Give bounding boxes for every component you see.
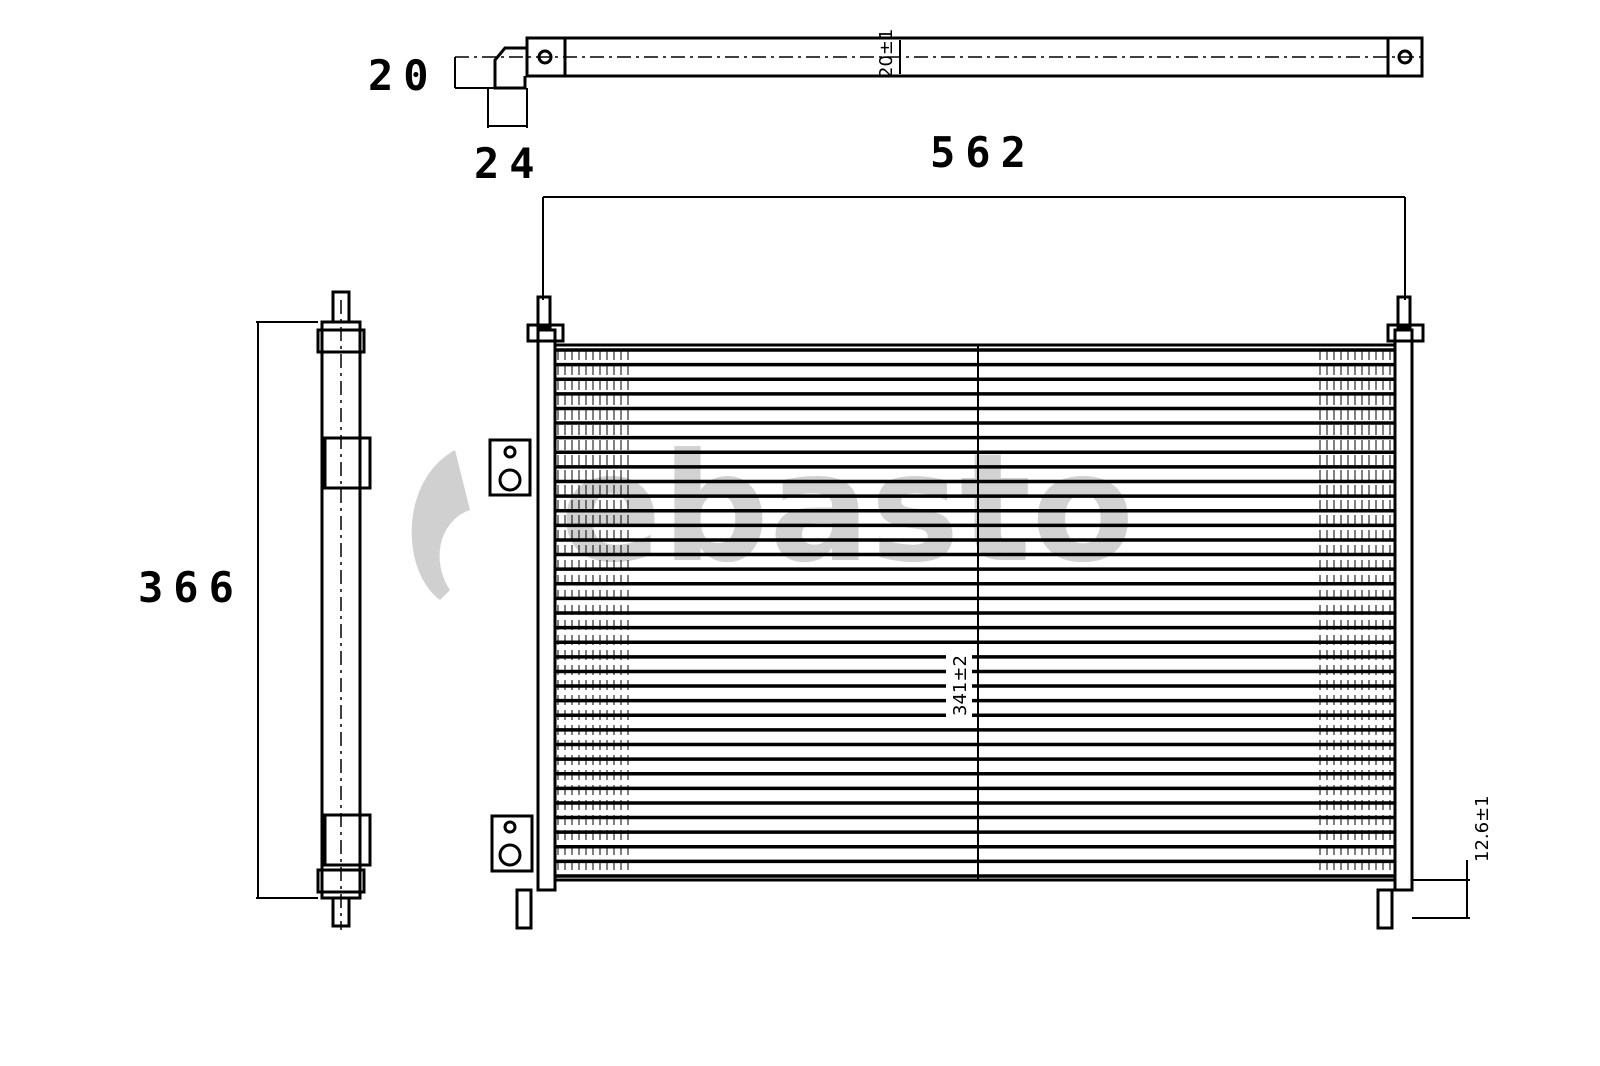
core-height-label: 341±2: [950, 655, 971, 716]
condenser-tubes: [555, 348, 1395, 878]
height-dimension-label: 366: [138, 563, 244, 612]
core-height-label-backing: [946, 650, 972, 722]
top-tolerance-label: 20±1: [876, 29, 897, 78]
width-dimension-line: [542, 196, 1406, 300]
top-view: [454, 36, 1424, 128]
pipe-width-dimension-label: 24: [474, 139, 545, 188]
bottom-offset-label: 12.6±1: [1472, 795, 1493, 862]
depth-dimension-label: 20: [368, 51, 439, 100]
width-dimension-label: 562: [930, 128, 1036, 177]
side-view: [256, 290, 372, 930]
